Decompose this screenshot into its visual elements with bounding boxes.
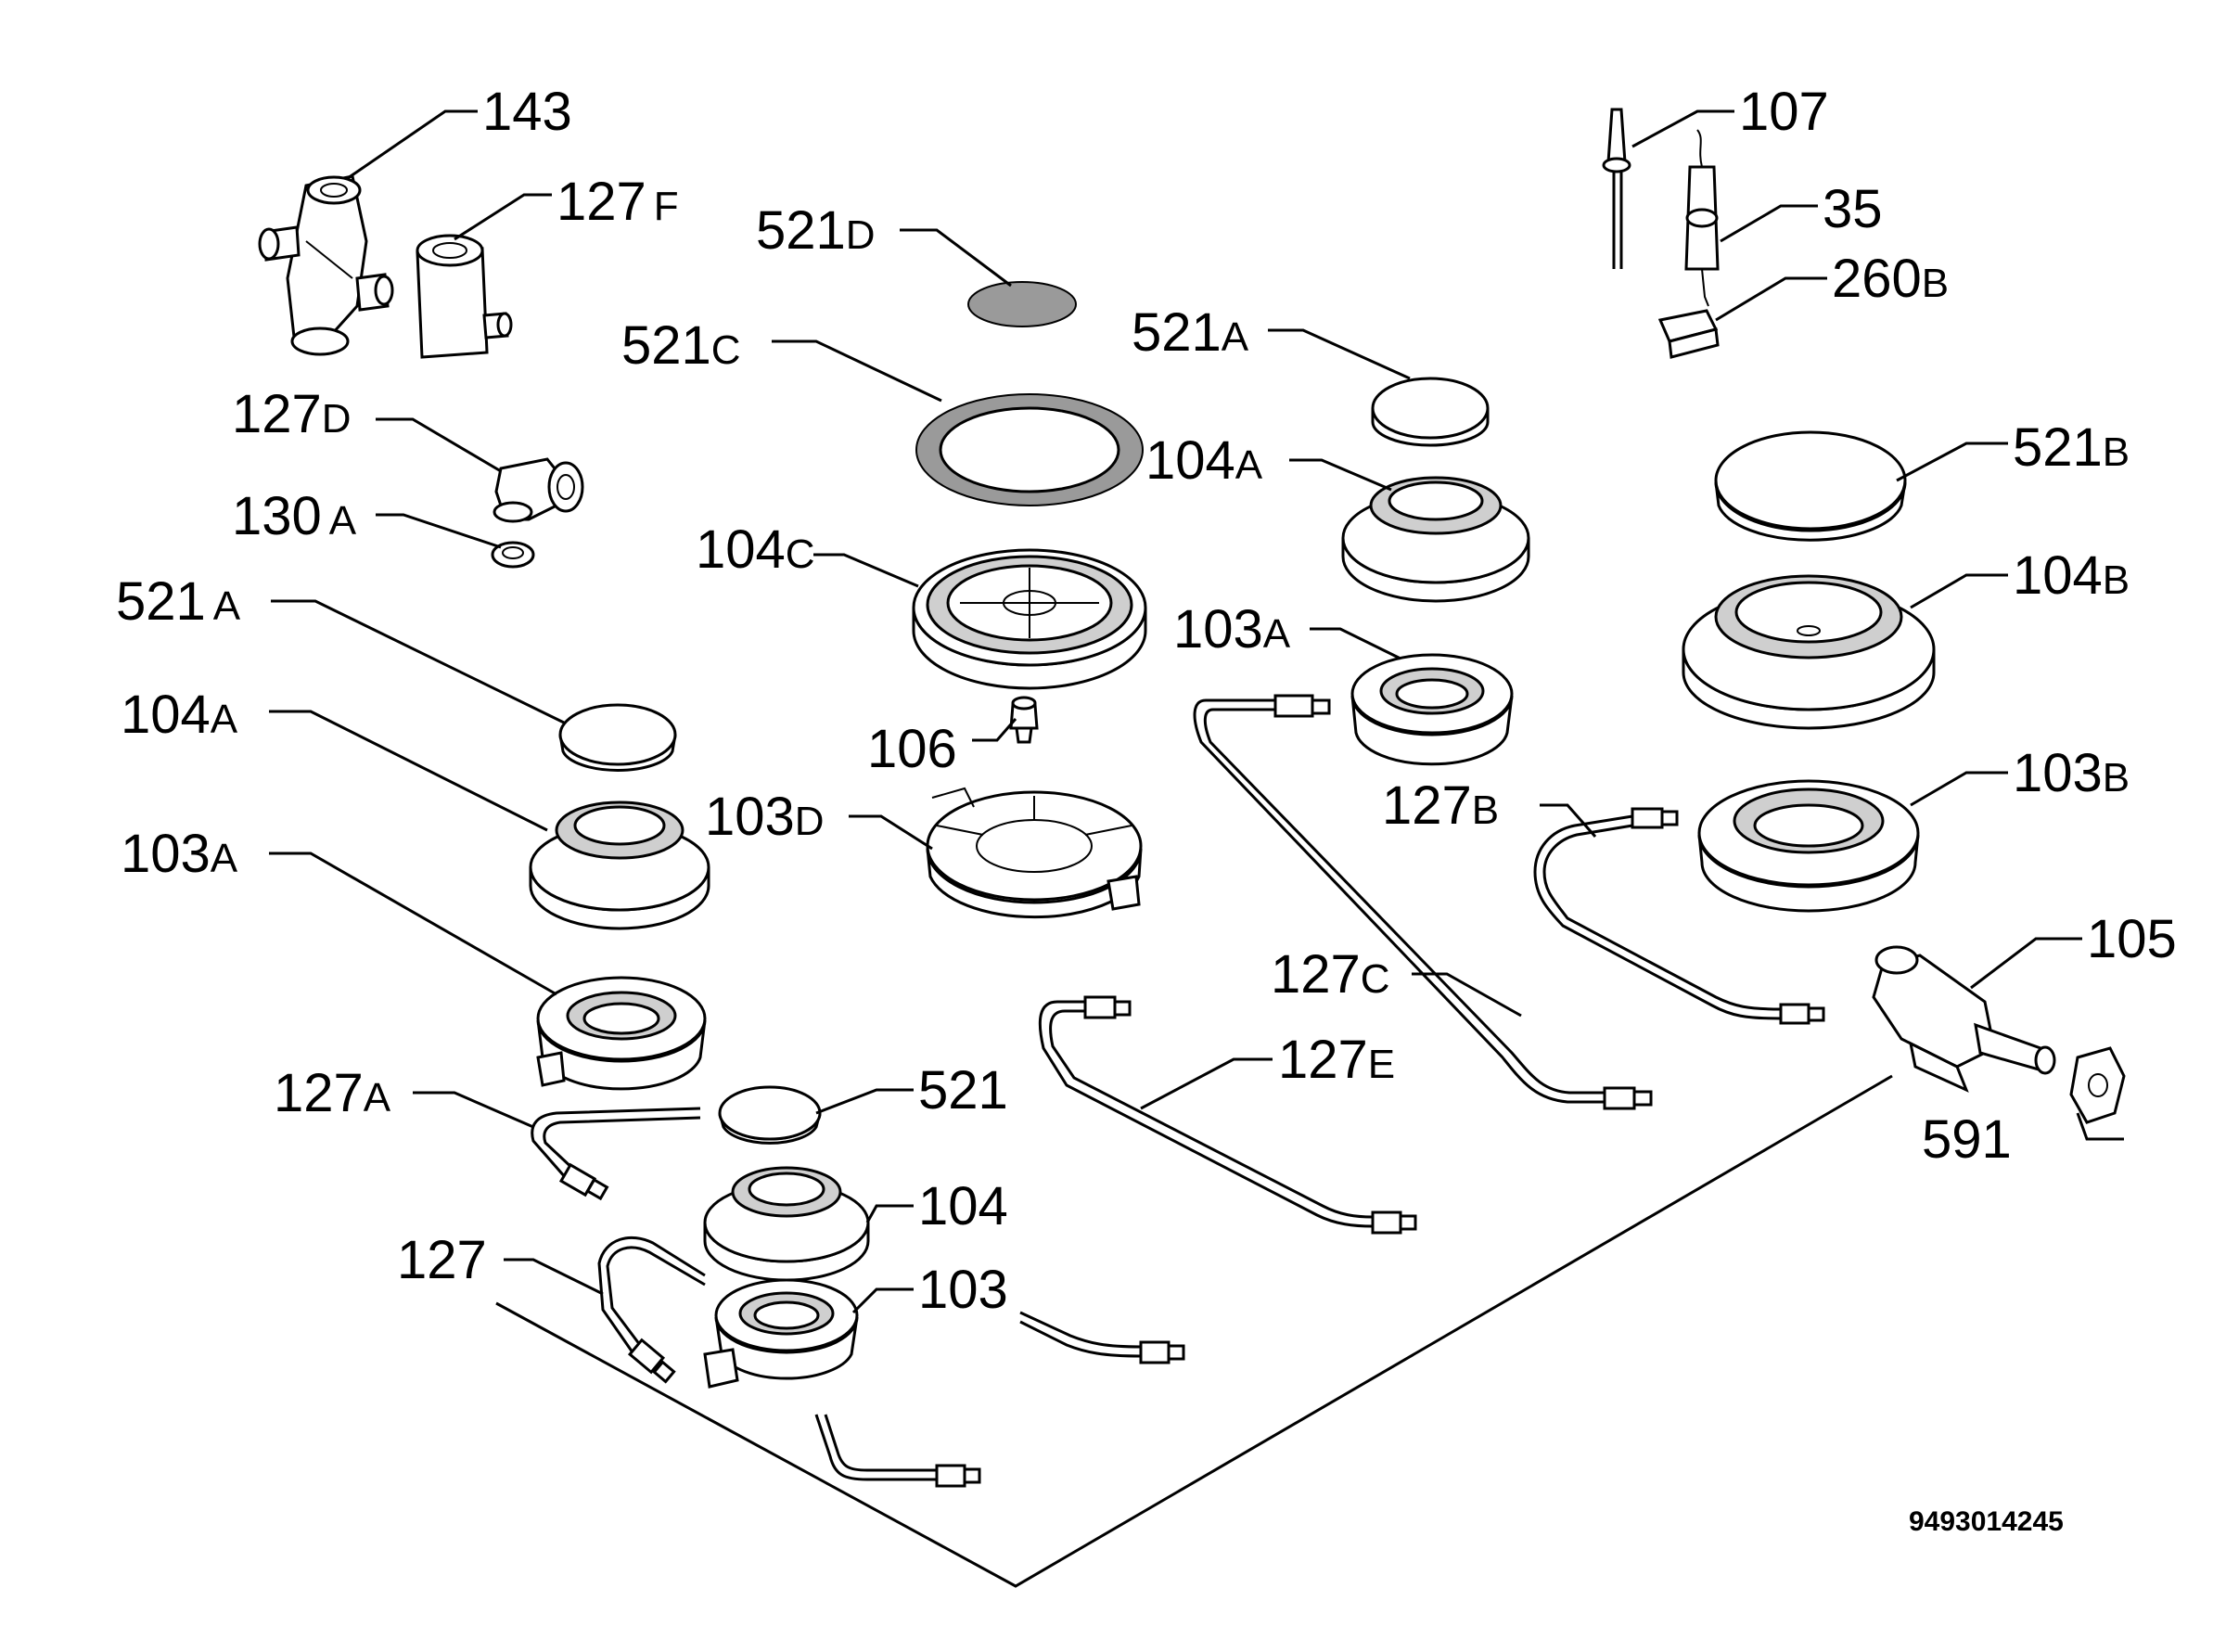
part-106-injector [1009, 696, 1039, 744]
part-130A-washer [491, 541, 535, 569]
label-127B: 127B [1382, 775, 1499, 836]
part-103B-cup [1697, 779, 1920, 913]
part-591-nut [2069, 1046, 2126, 1124]
part-103D-cup [926, 787, 1143, 919]
part-127F-union [416, 234, 513, 359]
part-107-thermocouple [1602, 108, 1631, 269]
part-521A-cap-right [1371, 377, 1490, 447]
pipe-103-right [1019, 1311, 1185, 1364]
label-103A-left: 103A [121, 824, 238, 884]
label-521: 521 [918, 1060, 1008, 1121]
pipe-103-bottom [814, 1414, 981, 1488]
label-591: 591 [1922, 1109, 2012, 1170]
label-127A: 127A [274, 1063, 391, 1123]
label-103B: 103B [2013, 743, 2130, 803]
label-104A-right: 104A [1145, 430, 1263, 491]
part-104A-burner-left [529, 800, 710, 930]
label-521C: 521C [621, 315, 741, 376]
label-104B: 104B [2013, 545, 2130, 606]
label-106: 106 [867, 719, 957, 779]
label-521D: 521D [756, 200, 876, 261]
part-521D-cap [967, 281, 1077, 327]
part-521-cap [718, 1085, 822, 1145]
group-bracket [495, 1074, 1893, 1588]
part-127D-elbow [493, 457, 584, 523]
part-104A-burner-right [1341, 476, 1530, 603]
label-521A-right: 521A [1132, 302, 1249, 363]
label-127C: 127C [1271, 944, 1390, 1005]
part-143-connector [258, 174, 394, 356]
label-107: 107 [1739, 82, 1829, 142]
pipe-127E [1038, 995, 1417, 1235]
label-105: 105 [2087, 909, 2177, 969]
label-104C: 104C [696, 519, 815, 580]
label-104A-left: 104A [121, 685, 238, 745]
label-143: 143 [482, 82, 572, 142]
part-103A-cup-left [536, 976, 707, 1091]
label-127: 127 [397, 1230, 487, 1290]
pipe-127 [597, 1236, 706, 1384]
label-104: 104 [918, 1176, 1008, 1236]
part-521A-cap-left [558, 703, 677, 772]
label-35: 35 [1823, 179, 1883, 239]
pipe-127B [1533, 807, 1825, 1025]
part-35-electrode [1684, 129, 1720, 307]
label-521B: 521B [2013, 417, 2130, 478]
leader-lines [269, 109, 2124, 1314]
label-260B: 260B [1832, 249, 1949, 309]
label-103: 103 [918, 1260, 1008, 1320]
pipe-127A [531, 1107, 701, 1201]
part-521C-ring [915, 393, 1144, 506]
label-127E: 127E [1278, 1030, 1395, 1090]
part-260B-clip [1657, 309, 1720, 359]
catalog-code: 9493014245 [1909, 1506, 2064, 1537]
part-105-valve [1872, 945, 2056, 1093]
label-127D: 127D [232, 384, 352, 444]
part-521B-cap [1714, 430, 1907, 542]
part-104B-burner [1682, 574, 1936, 730]
part-104C-burner [912, 548, 1147, 690]
part-103A-cup-right [1350, 653, 1514, 766]
part-103-cup [703, 1278, 859, 1389]
part-104-burner [703, 1166, 870, 1282]
label-103D: 103D [705, 787, 825, 847]
pipe-127C [1193, 694, 1653, 1110]
label-103A-right: 103A [1173, 599, 1291, 660]
